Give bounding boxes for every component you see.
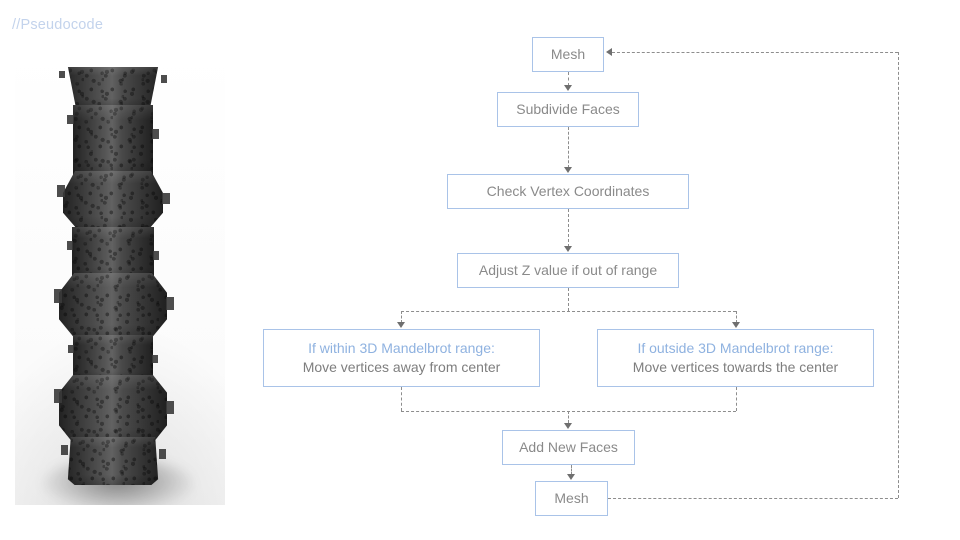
page-title: //Pseudocode bbox=[12, 17, 104, 33]
edge-arrow bbox=[564, 85, 572, 91]
edge-mesh-top-to-subdivide bbox=[568, 72, 569, 86]
edge-feedback-riser bbox=[898, 52, 899, 498]
flow-node-adjust-z-value[interactable]: Adjust Z value if out of range bbox=[457, 253, 679, 288]
flow-node-mesh-top[interactable]: Mesh bbox=[532, 37, 604, 72]
edge-outside-merge-riser bbox=[736, 387, 737, 411]
edge-arrow bbox=[567, 474, 575, 480]
edge-add-faces-to-mesh-bottom bbox=[571, 465, 572, 475]
edge-arrow bbox=[564, 246, 572, 252]
flow-node-subdivide-faces[interactable]: Subdivide Faces bbox=[497, 92, 639, 127]
flow-node-label: Add New Faces bbox=[519, 439, 618, 455]
render-panel bbox=[15, 45, 225, 505]
edge-arrow bbox=[564, 167, 572, 173]
edge-arrow bbox=[564, 423, 572, 429]
edge-arrow bbox=[606, 48, 612, 56]
fractal-mesh-object bbox=[15, 45, 225, 505]
edge-branch-bus bbox=[401, 311, 736, 312]
flow-node-action-label: Move vertices away from center bbox=[302, 359, 501, 375]
flow-node-mesh-bottom[interactable]: Mesh bbox=[535, 481, 608, 516]
edge-arrow bbox=[732, 322, 740, 328]
flow-node-label: Mesh bbox=[554, 490, 589, 506]
flow-node-add-new-faces[interactable]: Add New Faces bbox=[502, 430, 635, 465]
flow-node-label: Subdivide Faces bbox=[516, 101, 620, 117]
edge-feedback-bottom bbox=[608, 498, 898, 499]
edge-check-vertex-to-adjust-z bbox=[568, 209, 569, 247]
flow-node-condition-label: If outside 3D Mandelbrot range: bbox=[637, 340, 834, 356]
flow-node-label: Check Vertex Coordinates bbox=[486, 183, 650, 199]
edge-merge-to-add-faces bbox=[568, 411, 569, 423]
flow-node-check-vertex-coordinates[interactable]: Check Vertex Coordinates bbox=[447, 174, 689, 209]
edge-branch-left-drop bbox=[401, 311, 402, 323]
edge-branch-right-drop bbox=[736, 311, 737, 323]
flow-node-condition-label: If within 3D Mandelbrot range: bbox=[308, 340, 495, 356]
flow-node-outside-mandelbrot-range[interactable]: If outside 3D Mandelbrot range: Move ver… bbox=[597, 329, 874, 387]
edge-adjust-z-branch-stem bbox=[568, 288, 569, 311]
flow-node-action-label: Move vertices towards the center bbox=[632, 359, 839, 375]
edge-within-merge-riser bbox=[401, 387, 402, 411]
flow-node-label: Adjust Z value if out of range bbox=[478, 262, 658, 278]
edge-feedback-top bbox=[612, 52, 898, 53]
flow-node-label: Mesh bbox=[550, 46, 586, 62]
flow-node-within-mandelbrot-range[interactable]: If within 3D Mandelbrot range: Move vert… bbox=[263, 329, 540, 387]
edge-subdivide-to-check-vertex bbox=[568, 127, 569, 168]
edge-arrow bbox=[397, 322, 405, 328]
